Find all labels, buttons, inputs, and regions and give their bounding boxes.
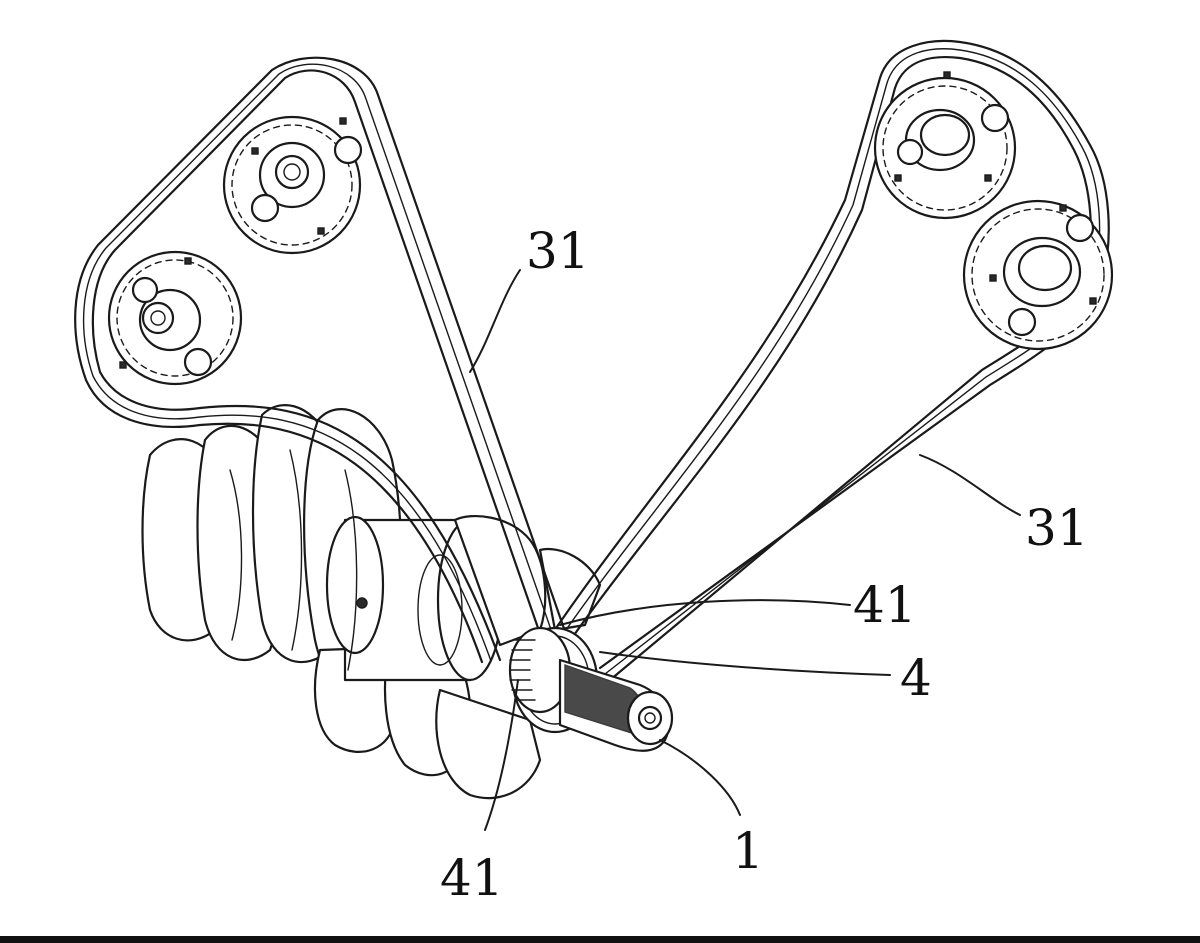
label-4: 4 <box>900 649 932 707</box>
label-31-upper: 31 <box>526 222 590 280</box>
leader-hub <box>599 651 891 676</box>
leader-belt-upper <box>469 269 521 373</box>
cam-sprocket-right-upper <box>873 71 1017 220</box>
cam-sprocket-left-lower <box>107 250 243 386</box>
leader-shaft <box>659 739 741 816</box>
leader-tooth-right <box>559 599 851 626</box>
cam-sprocket-left-upper <box>222 115 363 255</box>
label-41-right: 41 <box>853 576 917 634</box>
label-1: 1 <box>732 822 764 880</box>
bottom-border <box>0 936 1200 943</box>
belt-left <box>74 56 570 664</box>
reference-labels: 31 31 41 4 1 41 <box>440 222 1089 907</box>
cam-sprocket-right-lower <box>962 199 1114 351</box>
leader-lines <box>469 269 1021 831</box>
label-31-lower: 31 <box>1025 499 1089 557</box>
crankshaft <box>141 404 602 800</box>
leader-belt-lower <box>919 454 1021 516</box>
leader-tooth-bottom <box>484 679 519 831</box>
output-shaft <box>558 658 674 752</box>
belt-right <box>538 39 1110 682</box>
label-41-bottom: 41 <box>440 849 504 907</box>
